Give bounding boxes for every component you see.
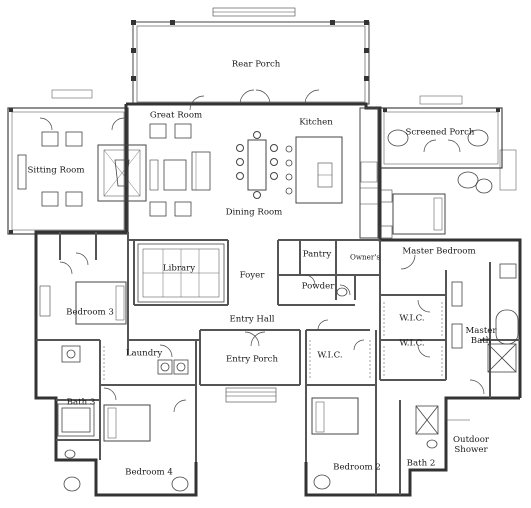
porch-columns xyxy=(9,20,500,234)
dining-table xyxy=(236,131,278,199)
fireplace-icon xyxy=(97,144,147,202)
interior-walls xyxy=(36,232,520,495)
label-kitchen: Kitchen xyxy=(299,117,333,128)
label-owners: Owner's xyxy=(349,252,381,262)
bedroom-3-bed xyxy=(39,281,127,325)
bath-fixtures xyxy=(57,263,519,459)
great-room-furniture xyxy=(149,123,211,217)
label-outdoor-shower: Outdoor Shower xyxy=(453,435,489,455)
label-wic-2: W.I.C. xyxy=(317,350,343,361)
label-bedroom-3: Bedroom 3 xyxy=(66,307,114,318)
sitting-room-furniture xyxy=(17,131,83,207)
label-dining-room: Dining Room xyxy=(225,207,283,218)
laundry-appliances xyxy=(157,359,189,375)
label-screened-porch: Screened Porch xyxy=(405,127,475,138)
label-powder: Powder xyxy=(301,281,335,292)
doors xyxy=(39,89,485,413)
outdoor-shower xyxy=(445,398,470,421)
label-laundry: Laundry xyxy=(125,348,163,359)
label-entry-hall: Entry Hall xyxy=(229,314,275,325)
label-master-bath: Master Bath xyxy=(465,326,497,346)
label-foyer: Foyer xyxy=(239,270,265,281)
label-master-bedroom: Master Bedroom xyxy=(402,246,476,257)
bedroom-4-bed xyxy=(63,404,189,492)
label-bath-2: Bath 2 xyxy=(406,458,436,469)
label-wic-3: W.I.C. xyxy=(399,338,425,349)
label-sitting-room: Sitting Room xyxy=(27,165,85,176)
entry-porch-steps xyxy=(225,387,277,403)
library-bookshelves xyxy=(137,243,225,303)
bedroom-2-bed xyxy=(311,397,359,490)
kitchen-counters xyxy=(295,107,379,239)
label-wic-1: W.I.C. xyxy=(399,313,425,324)
screened-porch-furniture xyxy=(387,129,493,194)
master-bed xyxy=(379,189,446,239)
label-bath-3: Bath 3 xyxy=(66,397,96,408)
closet-rods xyxy=(103,302,443,380)
screened-porch-outline xyxy=(379,95,517,191)
label-bedroom-4: Bedroom 4 xyxy=(125,467,173,478)
label-pantry: Pantry xyxy=(302,249,332,260)
label-great-room: Great Room xyxy=(149,110,203,121)
label-entry-porch: Entry Porch xyxy=(225,354,279,365)
label-rear-porch: Rear Porch xyxy=(231,59,281,70)
label-library: Library xyxy=(162,263,196,274)
label-bedroom-2: Bedroom 2 xyxy=(333,462,381,473)
kitchen-stools xyxy=(285,145,293,195)
